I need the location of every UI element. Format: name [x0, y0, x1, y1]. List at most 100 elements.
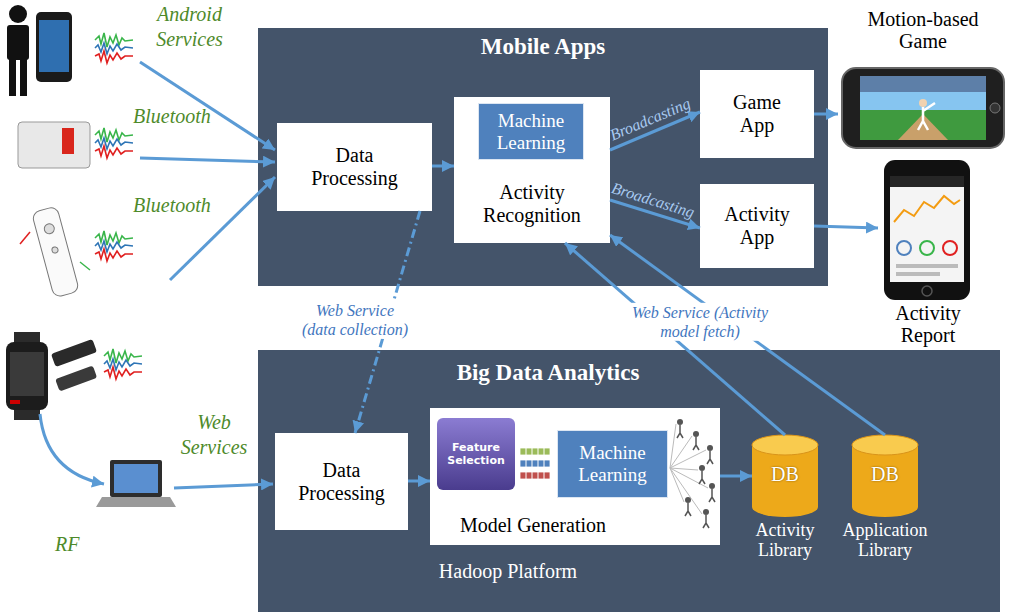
screen-header	[890, 176, 964, 187]
node-title: DB	[852, 463, 918, 486]
remote-body	[32, 206, 80, 298]
remote-button	[43, 223, 55, 235]
ml-box: Machine Learning	[557, 430, 668, 498]
remote-button	[51, 246, 58, 253]
feature-vector	[520, 460, 550, 467]
node-text: Machine Learning	[565, 442, 660, 486]
person-icon	[703, 515, 709, 528]
person-icon	[677, 419, 683, 425]
node-text: Activity Library	[735, 521, 835, 561]
model-link	[670, 468, 708, 488]
feature-vector	[520, 448, 550, 455]
wii-remote	[32, 206, 80, 298]
game-stands	[860, 76, 986, 92]
axis-mark	[80, 262, 90, 270]
player-head	[919, 99, 927, 107]
person-body	[7, 25, 29, 60]
vector-divider	[544, 448, 545, 455]
feature-selection-box: Feature Selection	[437, 418, 515, 490]
phone-body	[36, 12, 72, 82]
vector-divider	[526, 472, 527, 479]
text-slot: Activity Recognition	[454, 181, 610, 227]
node-text: Hadoop Platform	[388, 560, 628, 583]
phone-screen	[39, 20, 69, 72]
cylinder-top	[852, 435, 918, 455]
process-box: Data Processing	[275, 433, 408, 530]
node-title: Motion-based Game	[853, 8, 993, 52]
axis-mark	[20, 232, 30, 244]
node-text: Feature Selection	[443, 441, 509, 467]
big-data-panel: Data Processing Feature Selection Machine …	[258, 350, 1000, 612]
watch-screen	[10, 352, 44, 396]
input-arrow	[140, 158, 275, 162]
vector-divider	[532, 448, 533, 455]
database-cylinder: DBActivity Library	[752, 435, 818, 517]
vector-divider	[544, 472, 545, 479]
usb-dongles	[51, 339, 97, 392]
connector-arrow	[814, 113, 838, 116]
person-icon	[709, 489, 715, 502]
edge-label: Web Service (Activity model fetch)	[626, 303, 775, 341]
mobile-apps-panel: Data ProcessingMachine LearningActivity …	[258, 28, 828, 286]
signal-wave	[95, 231, 133, 261]
model-generation-box: Feature Selection Machine LearningModel G…	[430, 408, 720, 545]
node-title: Model Generation	[438, 514, 628, 537]
signal-wave	[95, 128, 133, 158]
vector-divider	[538, 460, 539, 467]
channel-label: Web Services	[170, 410, 258, 460]
person-icon	[693, 431, 699, 437]
connector-arrow	[610, 235, 885, 435]
report-phone: Activity Report	[878, 160, 978, 350]
edge-label: Web Service (data collection)	[297, 301, 413, 339]
vector-divider	[532, 460, 533, 467]
process-box: Data Processing	[277, 123, 432, 211]
watch-strap	[14, 332, 40, 420]
phone-body	[884, 160, 970, 300]
cylinder-top	[752, 435, 818, 455]
rf-arrow	[40, 414, 104, 484]
model-link	[670, 450, 706, 468]
person-head	[9, 5, 27, 23]
node-title: Activity Recognition	[472, 181, 592, 227]
model-link	[670, 436, 692, 468]
person-leg	[20, 58, 27, 96]
recognition-box: Machine LearningActivity Recognition	[454, 97, 610, 243]
stat-ring	[920, 241, 934, 255]
person-icon	[685, 503, 691, 516]
activity-chart	[894, 196, 960, 222]
edge-label-slot: Broadcasting	[607, 94, 693, 145]
watch-body	[6, 342, 48, 410]
laptop-base	[96, 497, 176, 507]
text-slot: Web Services	[170, 410, 258, 460]
game-phone: Motion-based Game	[838, 6, 1008, 152]
node-title: Activity Report	[878, 302, 978, 346]
node-text: Game App	[722, 91, 792, 137]
input-arrow	[170, 177, 275, 280]
screen-bar	[896, 264, 958, 268]
text-slot: Model Generation	[438, 514, 628, 537]
node-text: Activity App	[717, 203, 797, 249]
person-icon	[699, 471, 705, 484]
laptop	[96, 460, 176, 507]
vector-divider	[526, 460, 527, 467]
connector-arrow	[408, 480, 430, 483]
web-services-arrow	[174, 484, 273, 488]
text-slot: Big Data Analytics	[378, 360, 718, 386]
text-slot: Bluetooth	[133, 104, 243, 129]
person-icon	[709, 483, 715, 489]
database-cylinder: DBApplication Library	[852, 435, 918, 517]
cylinder-body	[752, 435, 818, 517]
vector-divider	[532, 472, 533, 479]
node-title: Mobile Apps	[258, 34, 828, 60]
person-leg	[9, 58, 16, 96]
usb-dongle	[51, 339, 97, 367]
connector-arrow	[432, 165, 454, 168]
phone-body	[842, 68, 1004, 148]
text-slot: Application Library	[835, 521, 935, 561]
person-icon	[693, 437, 699, 450]
app-box: Game App	[700, 70, 814, 158]
phone-button	[990, 103, 1000, 113]
person-icon	[677, 425, 683, 438]
connector-arrow	[565, 243, 785, 435]
